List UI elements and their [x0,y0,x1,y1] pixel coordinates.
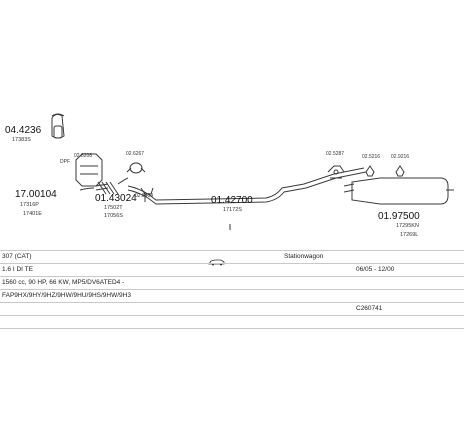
part-02-5287-number: 02.5287 [326,151,345,157]
table-row [0,315,464,328]
part-02-9216-number: 02.9216 [391,154,410,160]
table-row: FAP9HX/9HY/9HZ/9HW/9HU/9HS/9HW/9H3 [0,289,464,302]
part-01-42700-code: 17172S [223,207,242,213]
part-02-8208-number: 02.8208 [74,153,93,159]
table-row: C260741 [0,302,464,315]
part-04-4236-number: 04.4236 [5,125,42,136]
part-dpf-label: DPF [60,159,70,165]
rubber-mount-shape [327,165,345,179]
clamp-shape [126,162,146,174]
part-02-6267-number: 02.6267 [126,151,145,157]
table-row: 307 (CAT) Stationwagon [0,250,464,266]
dpf-shape [75,153,103,187]
catalytic-converter-shape [51,113,65,139]
rear-mount-shapes [365,165,405,177]
table-row: 1560 cc, 90 HP, 66 KW, MP5/DV6ATED4 - [0,276,464,289]
part-01-42700-number: 01.42700 [211,195,253,206]
part-02-5216-number: 02.5216 [362,154,381,160]
part-04-4236-code: 17383S [12,137,31,143]
body-type-cell: Stationwagon [284,253,324,260]
table-row [0,328,464,341]
part-17-00104-code2: 17401E [23,211,42,217]
center-pipe-shape [127,167,367,230]
flex-pipe-shape [79,177,129,195]
catalog-code-cell: C260741 [356,305,383,312]
part-17-00104-code: 17316P [20,202,39,208]
part-17-00104-number: 17.00104 [15,189,57,200]
part-01-43024-number: 01.43024 [95,193,137,204]
engine-codes-cell: FAP9HX/9HY/9HZ/9HW/9HU/9HS/9HW/9H3 [2,292,131,299]
exhaust-system-diagram [51,113,454,230]
part-01-97500-code2: 17269L [400,232,419,238]
car-icon [208,253,226,271]
table-row: 1.6 I DI TE 06/05 - 12/00 [0,263,464,276]
part-01-97500-code: 17295KN [396,223,419,229]
engine-cell: 1.6 I DI TE [2,266,33,273]
model-cell: 307 (CAT) [2,253,32,260]
part-01-43024-code2: 17056S [104,213,123,219]
part-02-8404-number: 02.8404 [135,193,154,199]
rear-muffler-shape [343,177,454,205]
date-range-cell: 06/05 - 12/00 [356,266,395,273]
part-01-97500-number: 01.97500 [378,211,420,222]
engine-spec-cell: 1560 cc, 90 HP, 66 KW, MP5/DV6ATED4 - [2,279,125,286]
part-01-43024-code: 17502T [104,205,123,211]
